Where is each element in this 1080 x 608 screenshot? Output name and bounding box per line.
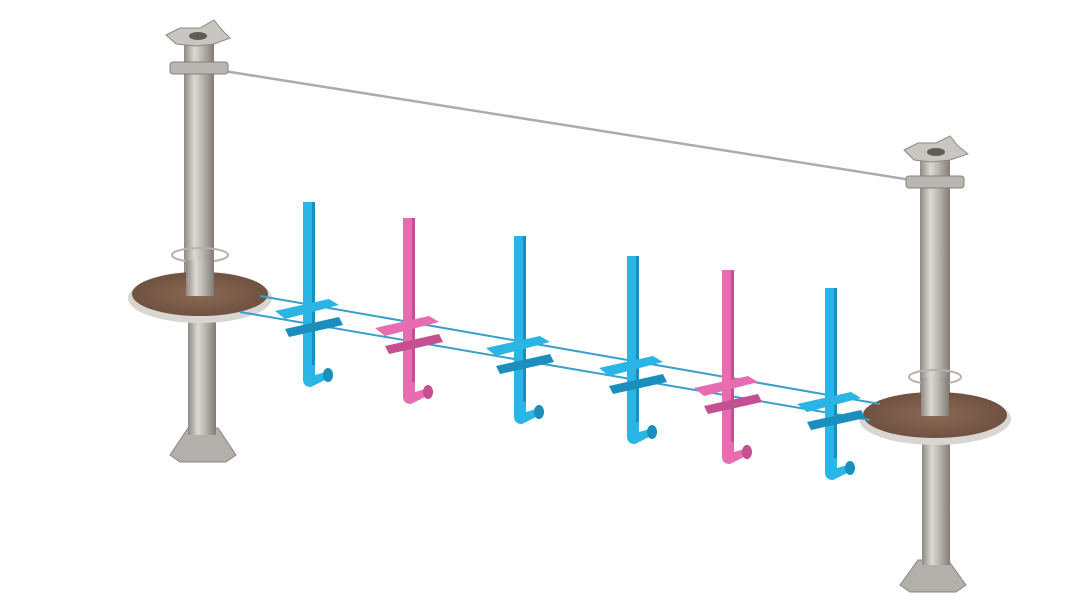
right-pole-upper (920, 158, 950, 420)
hold-foot-end (423, 385, 433, 399)
hold-foot (825, 458, 853, 480)
right-pole-clamp (905, 175, 965, 189)
right-pole-lower (922, 440, 950, 565)
foot-hold-blue (486, 236, 554, 424)
hold-foot-end (534, 405, 544, 419)
hold-foot-end (845, 461, 855, 475)
hold-foot-end (647, 425, 657, 439)
foot-hold-pink (694, 270, 762, 464)
hold-foot (403, 382, 431, 404)
right-pole-top-hole (927, 148, 945, 156)
hold-post-shade (312, 202, 315, 365)
right-pole-foot (899, 559, 967, 593)
left-pole-upper (184, 42, 214, 300)
hold-foot (627, 422, 655, 444)
hold-clamp-lower (285, 317, 343, 337)
hold-foot (514, 402, 542, 424)
hold-foot-end (742, 445, 752, 459)
hold-post-shade (636, 256, 639, 422)
hold-post-shade (731, 270, 734, 442)
left-pole-clamp (169, 61, 229, 75)
foot-hold-blue (599, 256, 667, 444)
hold-post-shade (834, 288, 837, 458)
hold-clamp-upper (375, 316, 439, 336)
hold-clamp-lower (704, 394, 762, 414)
foot-holds (275, 202, 865, 480)
lower-cable-front (239, 311, 871, 421)
foot-hold-pink (375, 218, 443, 404)
hold-clamp-upper (599, 356, 663, 376)
hold-clamp-lower (807, 410, 865, 430)
hold-foot (303, 365, 331, 387)
hold-clamp-upper (694, 376, 758, 396)
right-pole (859, 135, 1011, 593)
hold-post-shade (412, 218, 415, 382)
top-cable (204, 66, 931, 185)
hold-clamp-upper (486, 336, 550, 356)
hold-clamp-lower (496, 354, 554, 374)
hold-foot-end (323, 368, 333, 382)
lower-cable-back (259, 295, 881, 405)
hold-post-shade (523, 236, 526, 402)
foot-hold-blue (797, 288, 865, 480)
hold-foot (722, 442, 750, 464)
hold-clamp-lower (609, 374, 667, 394)
left-pole-top-hole (189, 32, 207, 40)
hold-clamp-lower (385, 334, 443, 354)
hold-clamp-upper (275, 299, 339, 319)
hold-clamp-upper (797, 392, 861, 412)
foot-hold-blue (275, 202, 343, 387)
left-pole (128, 19, 272, 463)
